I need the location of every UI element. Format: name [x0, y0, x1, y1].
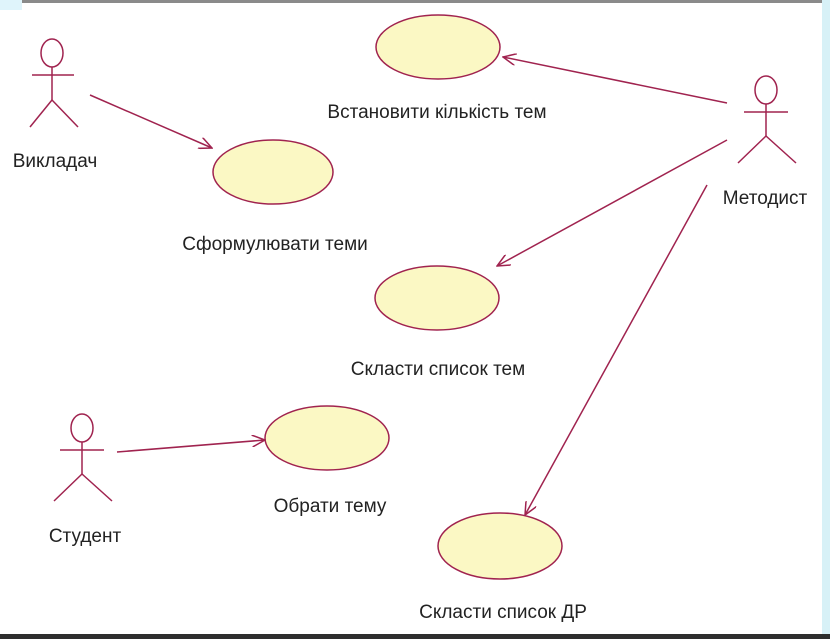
top-border [22, 0, 830, 3]
association-student-choose [116, 440, 265, 453]
use-case-make-topic-list-label: Скласти список тем [351, 359, 525, 380]
actor-student-icon[interactable] [53, 413, 113, 502]
actor-teacher-label: Викладач [13, 151, 98, 172]
use-case-choose-topic[interactable] [264, 405, 390, 471]
use-case-make-dr-list[interactable] [437, 512, 563, 580]
actor-student-label: Студент [49, 526, 122, 547]
actor-teacher-icon[interactable] [29, 38, 79, 128]
use-case-formulate-label: Сформулювати теми [182, 234, 368, 255]
right-border [822, 0, 830, 639]
association-methodist-dr-list [525, 184, 708, 515]
association-methodist-set-count [503, 57, 728, 104]
use-case-formulate[interactable] [212, 139, 334, 205]
association-teacher-formulate [89, 94, 212, 148]
actor-methodist-label: Методист [723, 188, 808, 209]
window-corner [0, 0, 22, 10]
use-case-choose-topic-label: Обрати тему [274, 496, 387, 517]
bottom-border [0, 634, 830, 639]
actor-methodist-icon[interactable] [737, 75, 797, 164]
use-case-make-dr-list-label: Скласти список ДР [419, 602, 587, 623]
use-case-make-topic-list[interactable] [374, 265, 500, 331]
use-case-set-count-label: Встановити кількість тем [327, 102, 546, 123]
association-methodist-topic-list [497, 139, 728, 266]
use-case-set-count[interactable] [375, 14, 501, 80]
